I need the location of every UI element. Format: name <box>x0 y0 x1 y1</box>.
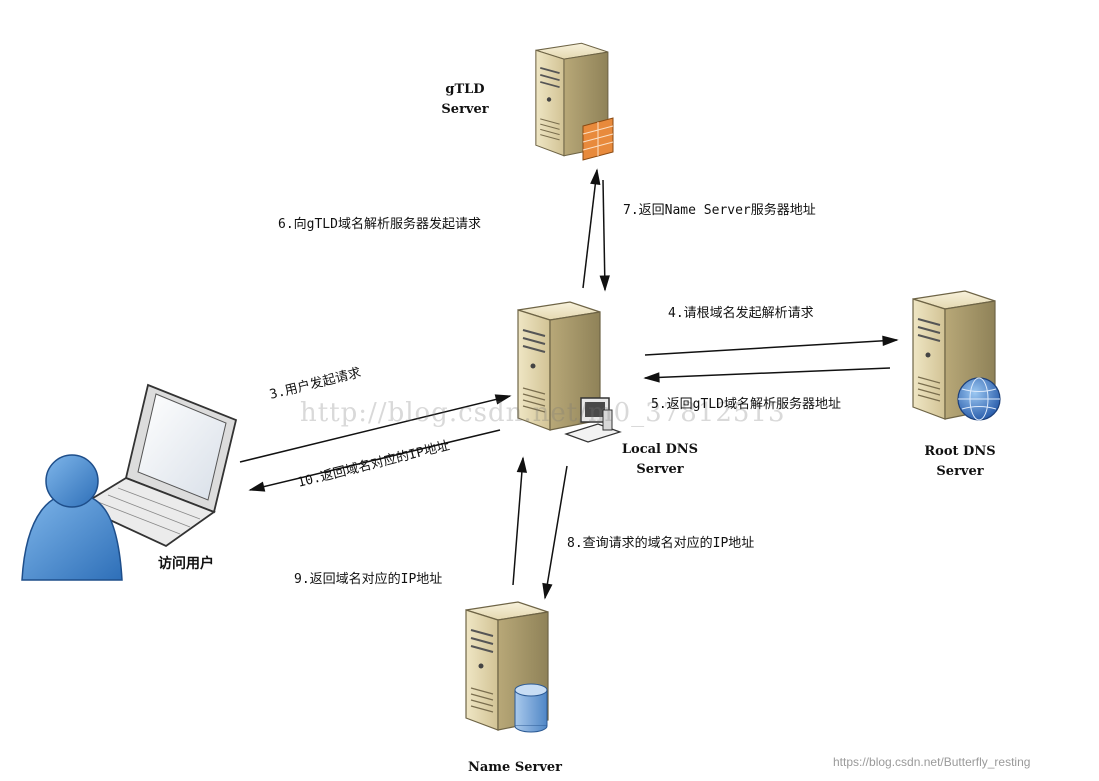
step-4-arrow <box>644 335 899 356</box>
step-3-arrow <box>239 394 512 463</box>
step-5-arrow <box>643 367 891 383</box>
workstation-icon <box>564 397 622 443</box>
visitor-user-label: 访问用户 <box>158 556 214 572</box>
root-dns-server-label: Root DNS Server <box>905 442 1015 482</box>
step-4-label: 4.请根域名发起解析请求 <box>668 306 814 321</box>
step-10-arrow <box>248 429 501 492</box>
gtld-server-label: gTLD Server <box>425 80 505 120</box>
root-dns-server-label-line2: Server <box>936 464 984 479</box>
step-7-label: 7.返回Name Server服务器地址 <box>623 203 816 218</box>
step-9-arrow <box>512 456 528 586</box>
step-4-arrow-head <box>882 335 899 347</box>
name-server-label-line1: Name Server <box>467 760 563 775</box>
root-dns-server-label-line1: Root DNS <box>924 444 996 459</box>
step-9-arrow-head <box>516 456 528 473</box>
name-server-label: Name Server <box>455 758 575 778</box>
local-dns-server-label-line1: Local DNS <box>621 442 699 457</box>
step-6-arrow-head <box>590 168 601 186</box>
image-credit: https://blog.csdn.net/Butterfly_resting <box>833 755 1031 769</box>
local-dns-server-label: Local DNS Server <box>605 440 715 480</box>
step-8-label: 8.查询请求的域名对应的IP地址 <box>567 536 755 551</box>
firewall-icon <box>582 117 614 161</box>
local-dns-server-label-line2: Server <box>636 462 684 477</box>
step-7-arrow-head <box>599 275 610 292</box>
laptop-icon <box>78 383 238 548</box>
step-8-arrow-head <box>542 582 553 600</box>
step-5-arrow-head <box>643 372 660 383</box>
globe-icon <box>957 377 1001 421</box>
step-7-arrow <box>599 179 610 292</box>
step-8-arrow <box>542 465 568 600</box>
step-6-label: 6.向gTLD域名解析服务器发起请求 <box>278 217 481 232</box>
step-5-label: 5.返回gTLD域名解析服务器地址 <box>651 397 841 412</box>
gtld-server-label-line2: Server <box>441 102 489 117</box>
watermark-text: http://blog.csdn.net/m0_37812513 <box>300 398 786 428</box>
user-icon <box>21 454 123 581</box>
step-10-arrow-head <box>248 481 266 492</box>
step-9-label: 9.返回域名对应的IP地址 <box>294 572 443 587</box>
gtld-server-label-line1: gTLD <box>445 82 485 97</box>
database-icon <box>514 683 548 733</box>
step-3-arrow-head <box>494 394 512 405</box>
step-6-arrow <box>582 168 601 289</box>
